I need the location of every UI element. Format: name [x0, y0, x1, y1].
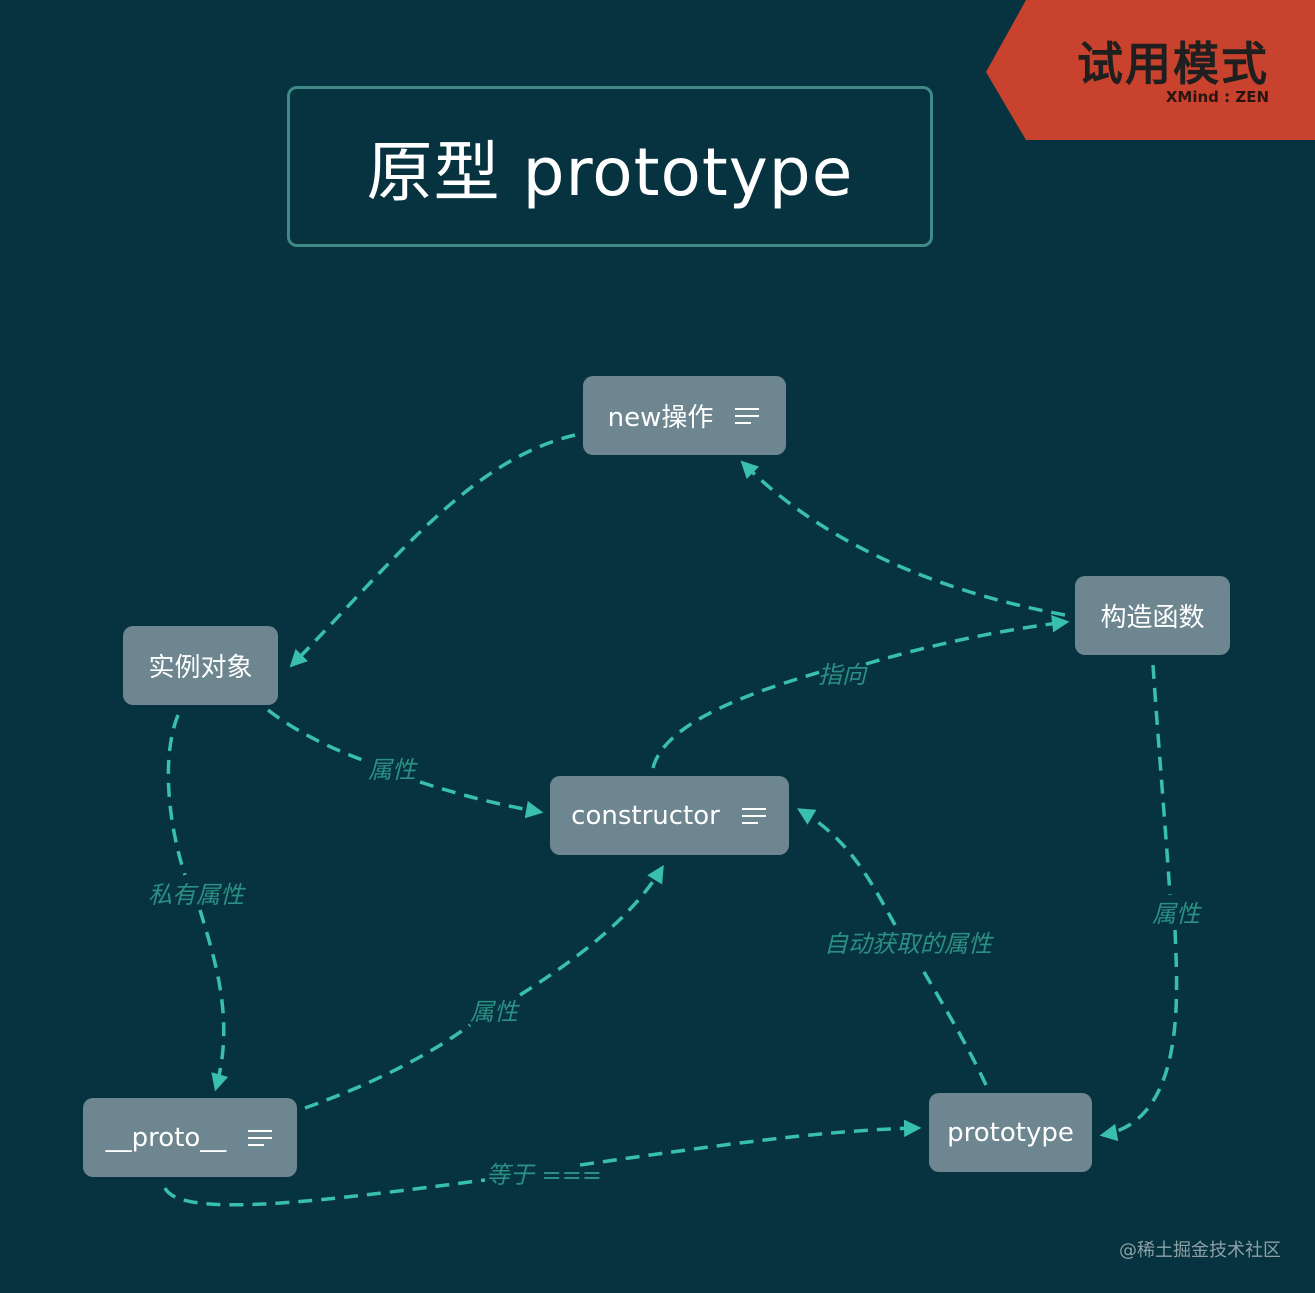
watermark: @稀土掘金技术社区 [1119, 1240, 1281, 1261]
link-constructor-prop-to-constructor-fn [651, 622, 1066, 769]
central-topic-title: 原型 prototype [366, 133, 854, 211]
link-prototype-to-constructor-prop [800, 810, 988, 1086]
trial-mode-badge: 试用模式 XMind : ZEN [986, 0, 1315, 140]
node-prototype-label: prototype [947, 1117, 1074, 1148]
badge-brand-text: XMind : ZEN [1165, 88, 1269, 106]
node-instance-object[interactable]: 实例对象 [123, 626, 278, 705]
label-attr-a: 属性 [368, 756, 418, 784]
node-instance-object-label: 实例对象 [148, 653, 253, 683]
node-new-operation-label: new操作 [607, 403, 714, 433]
node-proto-label: __proto__ [105, 1122, 227, 1153]
notes-icon[interactable] [735, 407, 761, 424]
link-instance-to-proto [166, 714, 223, 1088]
label-auto-attr: 自动获取的属性 [824, 930, 994, 958]
node-new-operation[interactable]: new操作 [583, 376, 786, 455]
node-prototype[interactable]: prototype [929, 1093, 1092, 1172]
node-constructor-function[interactable]: 构造函数 [1075, 576, 1230, 655]
node-proto[interactable]: __proto__ [83, 1098, 297, 1177]
label-equals: 等于 === [486, 1161, 602, 1189]
node-constructor-function-label: 构造函数 [1100, 603, 1205, 633]
label-points-to: 指向 [818, 661, 868, 689]
link-constructor-fn-to-prototype [1103, 664, 1179, 1135]
link-constructor-fn-to-new [740, 460, 1066, 617]
node-constructor-property-label: constructor [571, 800, 720, 831]
badge-main-text: 试用模式 [1077, 37, 1269, 91]
badge-background [986, 0, 1315, 140]
label-attr-c: 属性 [1152, 900, 1202, 928]
label-attr-b: 属性 [470, 998, 520, 1026]
notes-icon[interactable] [741, 807, 768, 824]
link-proto-to-constructor-prop [304, 868, 662, 1110]
central-topic[interactable]: 原型 prototype [287, 86, 933, 247]
node-constructor-property[interactable]: constructor [550, 776, 789, 855]
link-new-to-instance [289, 433, 576, 668]
link-proto-equals-prototype [163, 1128, 918, 1207]
link-instance-to-constructor-prop [266, 708, 540, 812]
notes-icon[interactable] [248, 1129, 274, 1146]
label-private-attr: 私有属性 [148, 881, 246, 909]
